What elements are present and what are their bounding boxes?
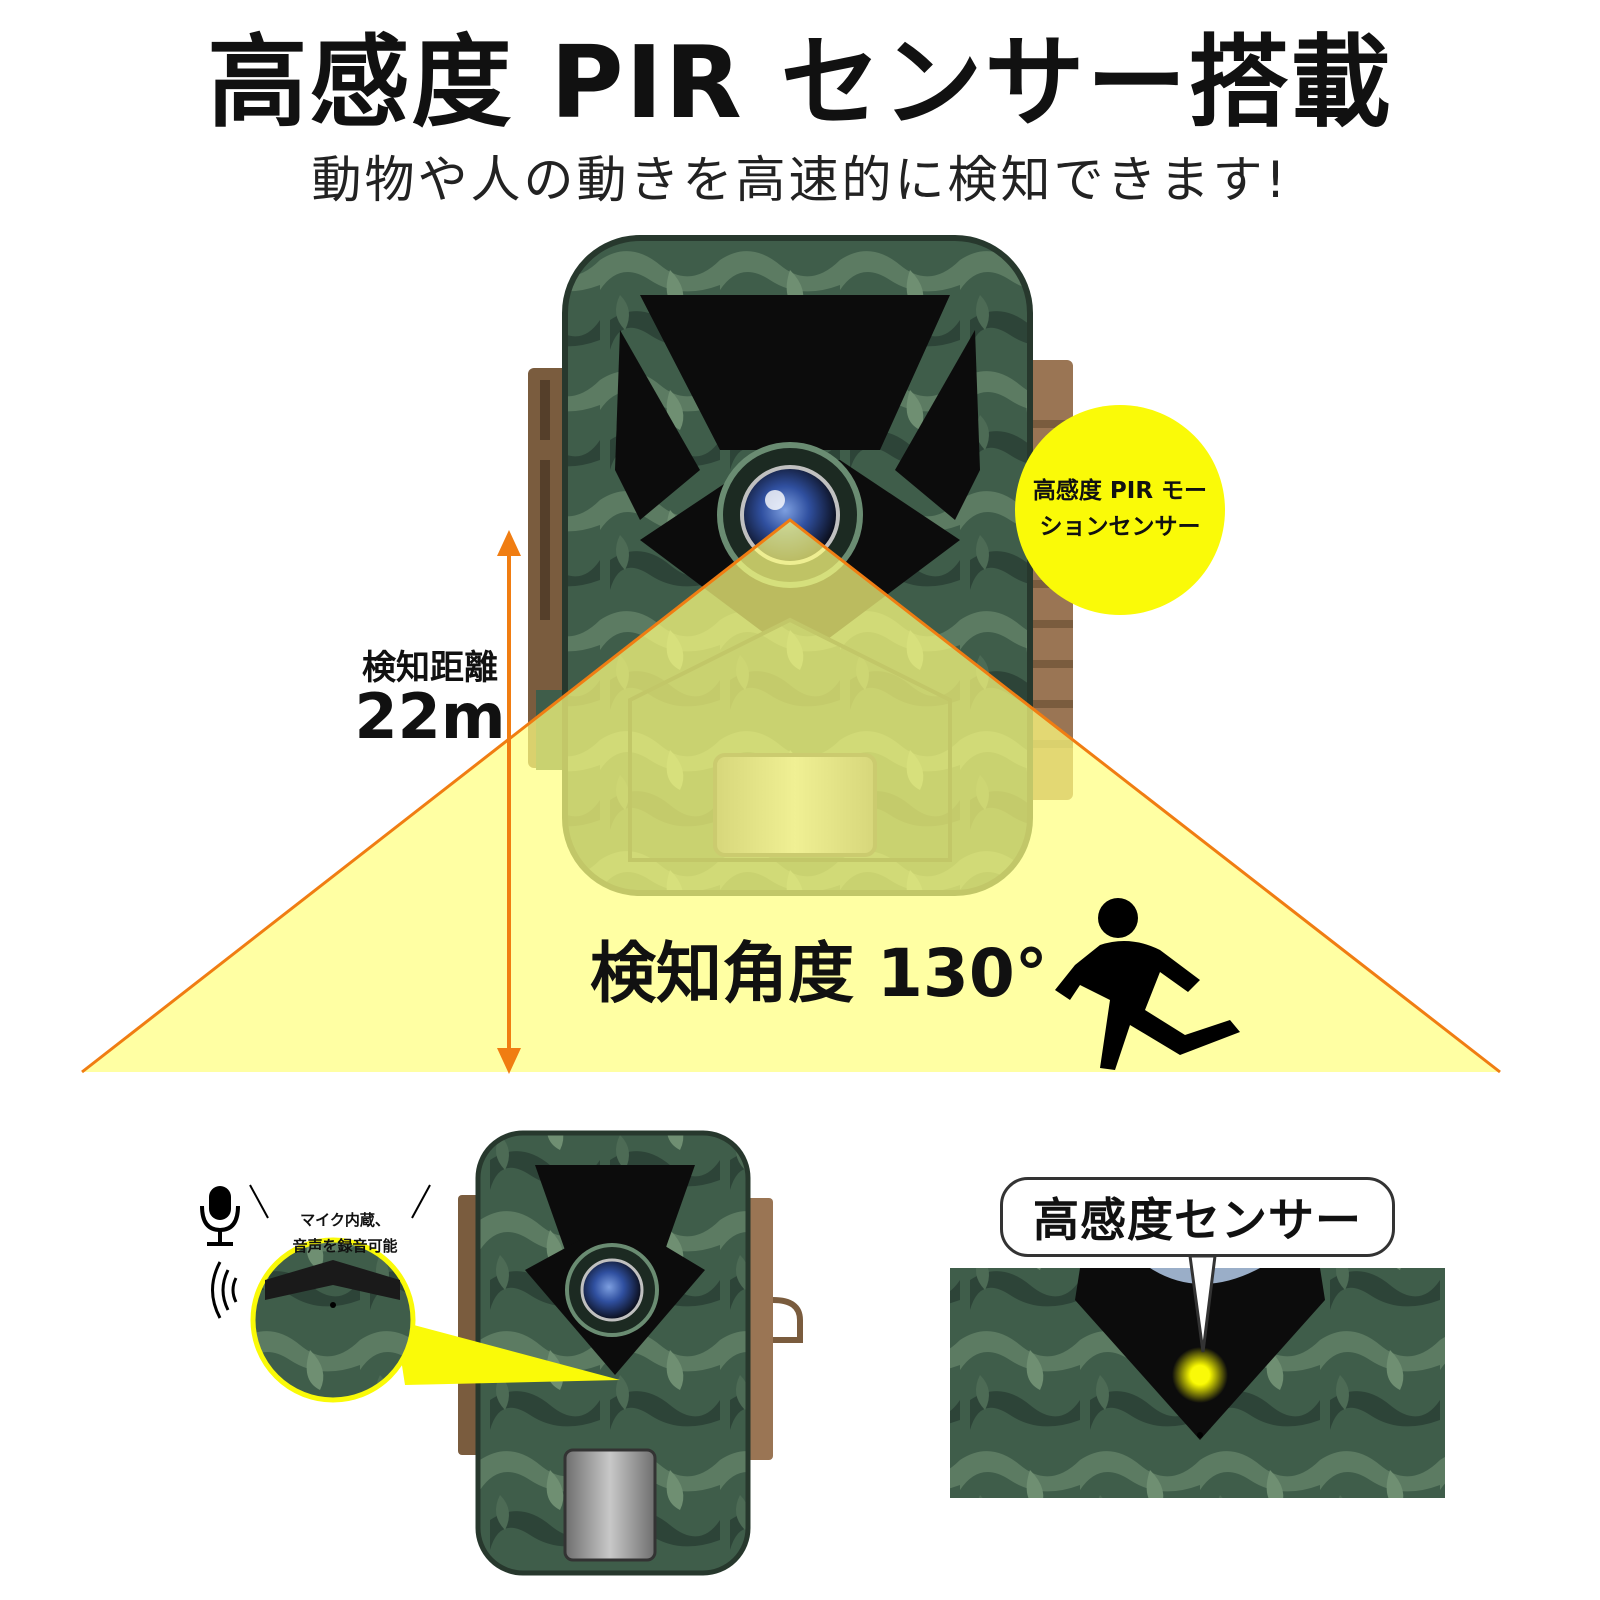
sensor-zoom-panel: [950, 1268, 1445, 1498]
detection-distance-label: 検知距離: [362, 648, 498, 688]
divider: [249, 1184, 269, 1219]
cone-outline: [81, 518, 1501, 1074]
detection-angle-label: 検知角度 130°: [590, 935, 1048, 1012]
page-subtitle: 動物や人の動きを高速的に検知できます!: [311, 151, 1289, 209]
running-person-icon: [1055, 898, 1240, 1070]
detection-cone: [82, 520, 1500, 1072]
sensor-callout-text: 高感度センサー: [1033, 1193, 1362, 1247]
trail-camera-small: [458, 1130, 803, 1576]
mic-pointer: [395, 1320, 620, 1385]
detection-distance-value: 22m: [354, 680, 506, 753]
divider: [411, 1184, 431, 1219]
pir-sensor-text: 高感度 PIR モーションセンサー: [1032, 478, 1208, 540]
sound-wave-icon: [211, 1261, 238, 1319]
mic-feature-line2: 音声を録音可能: [292, 1236, 398, 1255]
microphone-icon: [200, 1186, 240, 1246]
page-title: 高感度 PIR センサー搭載: [207, 24, 1393, 141]
sensor-callout: 高感度センサー: [1000, 1177, 1395, 1257]
mic-feature-line1: マイク内蔵、: [300, 1211, 390, 1229]
pir-sensor-bubble: 高感度 PIR モーションセンサー: [1015, 405, 1225, 615]
mic-feature-text: マイク内蔵、 音声を録音可能: [270, 1208, 420, 1259]
distance-arrow: [497, 530, 521, 1074]
